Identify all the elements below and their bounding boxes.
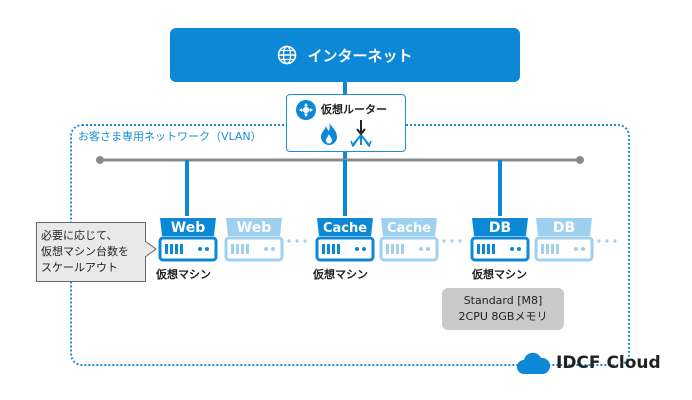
cache-server-icon: Cache xyxy=(315,218,375,262)
cache-ghost-label: Cache xyxy=(387,221,431,236)
db-server-label: DB xyxy=(489,220,511,236)
web-ghost-server-icon: Web xyxy=(224,218,284,262)
web-server-icon: Web xyxy=(158,218,218,262)
db-ghost-server-icon: DB xyxy=(534,218,594,262)
bus-end-right xyxy=(576,156,584,164)
cache-ghost-server-icon: Cache xyxy=(379,218,439,262)
cache-vm-label: 仮想マシン xyxy=(313,268,368,281)
router-label: 仮想ルーター xyxy=(321,103,387,116)
db-server-icon: DB xyxy=(470,218,530,262)
note-line: 必要に応じて、 xyxy=(41,229,118,242)
bus-end-left xyxy=(96,156,104,164)
vlan-label: お客さま専用ネットワーク（VLAN） xyxy=(78,130,262,143)
load-balancer-icon xyxy=(350,120,372,147)
web-vm-label: 仮想マシン xyxy=(156,268,211,281)
db-ghost-label: DB xyxy=(553,220,575,236)
firewall-icon xyxy=(321,122,337,145)
scale-out-note: 必要に応じて、 仮想マシン台数を スケールアウト xyxy=(36,222,146,282)
vm-spec-box: Standard [M8] 2CPU 8GBメモリ xyxy=(442,288,564,330)
internet-node: インターネット xyxy=(170,28,520,82)
note-pointer xyxy=(145,240,157,258)
brand-logo: IDCF Cloud xyxy=(516,350,661,376)
note-line: 仮想マシン台数を xyxy=(41,245,129,258)
globe-icon xyxy=(278,45,297,65)
router-icon xyxy=(296,100,316,120)
note-line: スケールアウト xyxy=(41,261,118,274)
cache-more-dots xyxy=(442,239,462,243)
spec-plan: Standard [M8] xyxy=(463,294,543,307)
web-ghost-label: Web xyxy=(237,220,271,236)
db-vm-label: 仮想マシン xyxy=(472,268,527,281)
cloud-icon xyxy=(517,352,550,374)
internet-label: インターネット xyxy=(307,46,413,65)
spec-resources: 2CPU 8GBメモリ xyxy=(458,310,548,323)
web-server-label: Web xyxy=(171,220,205,236)
virtual-router-node: 仮想ルーター xyxy=(286,94,406,152)
web-more-dots xyxy=(287,239,307,243)
brand-name: IDCF Cloud xyxy=(556,353,661,373)
db-more-dots xyxy=(597,239,617,243)
cache-server-label: Cache xyxy=(323,221,367,236)
